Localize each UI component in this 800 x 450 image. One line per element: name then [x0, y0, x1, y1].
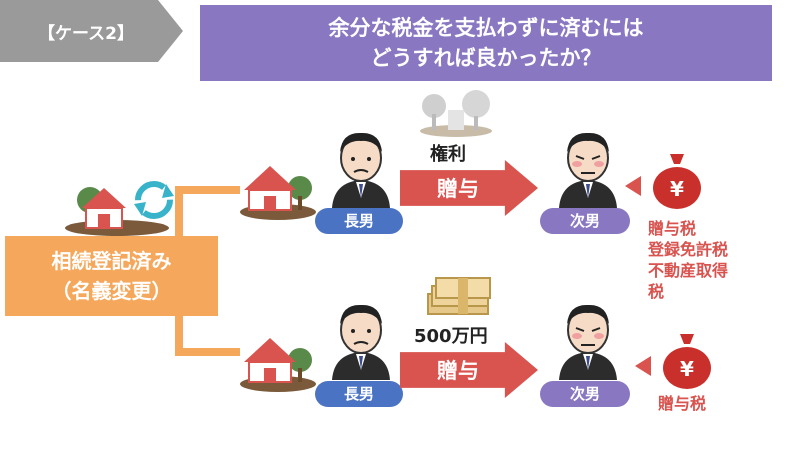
receiver-pill-top: 次男 [540, 208, 630, 234]
status-line-2: （名義変更） [51, 279, 172, 303]
title-box: 余分な税金を支払わずに済むには どうすれば良かったか？ [200, 5, 772, 81]
giver-pill-top: 長男 [315, 208, 403, 234]
elder-son-avatar-top [332, 132, 390, 208]
house-icon-top [240, 166, 316, 220]
gift-arrow-bottom: 贈与 [400, 342, 538, 398]
money-bag-icon-top: ¥ [653, 154, 701, 209]
status-box: 相続登記済み （名義変更） [5, 236, 218, 316]
gift-arrow-bottom-label: 贈与 [437, 359, 479, 383]
top-item-label: 権利 [430, 144, 466, 165]
money-bag-symbol-top: ¥ [670, 177, 684, 201]
tax-item: 税 [648, 282, 665, 301]
case-tag: 【ケース2】 [0, 0, 183, 62]
money-bag-icon-bottom: ¥ [663, 334, 711, 389]
refresh-icon [134, 181, 174, 219]
gift-arrow-top: 贈与 [400, 160, 538, 216]
younger-son-avatar-bottom [559, 304, 617, 380]
money-bag-symbol-bottom: ¥ [680, 357, 694, 381]
tax-item: 贈与税 [658, 394, 707, 413]
title-line-2: どうすれば良かったか？ [370, 46, 602, 70]
tax-list-bottom: 贈与税 [658, 393, 706, 414]
tax-item: 不動産取得 [648, 261, 729, 280]
gift-arrow-top-label: 贈与 [437, 177, 479, 201]
elder-son-avatar-bottom [332, 304, 390, 380]
case-label: 【ケース2】 [38, 23, 134, 44]
connector-top-vertical [175, 186, 183, 236]
status-line-1: 相続登記済み [51, 249, 172, 273]
bottom-item-label: 500万円 [414, 326, 488, 347]
connector-bottom-horizontal [175, 348, 240, 356]
faded-house-icon [420, 90, 492, 137]
connector-top-horizontal [175, 186, 240, 194]
tax-item: 登録免許税 [648, 240, 729, 259]
receiver-pill-bottom: 次男 [540, 381, 630, 407]
giver-pill-bottom: 長男 [315, 381, 403, 407]
house-icon-bottom [240, 338, 316, 392]
cash-stack-icon [427, 277, 491, 315]
connector-bottom-vertical [175, 316, 183, 356]
title-line-1: 余分な税金を支払わずに済むには [328, 16, 644, 40]
tax-list-top: 贈与税 登録免許税 不動産取得 税 [648, 218, 728, 302]
house-refresh-icon [65, 181, 174, 236]
tax-item: 贈与税 [648, 219, 697, 238]
tax-arrow-top [625, 176, 641, 196]
tax-arrow-bottom [635, 356, 651, 376]
younger-son-avatar-top [559, 132, 617, 208]
